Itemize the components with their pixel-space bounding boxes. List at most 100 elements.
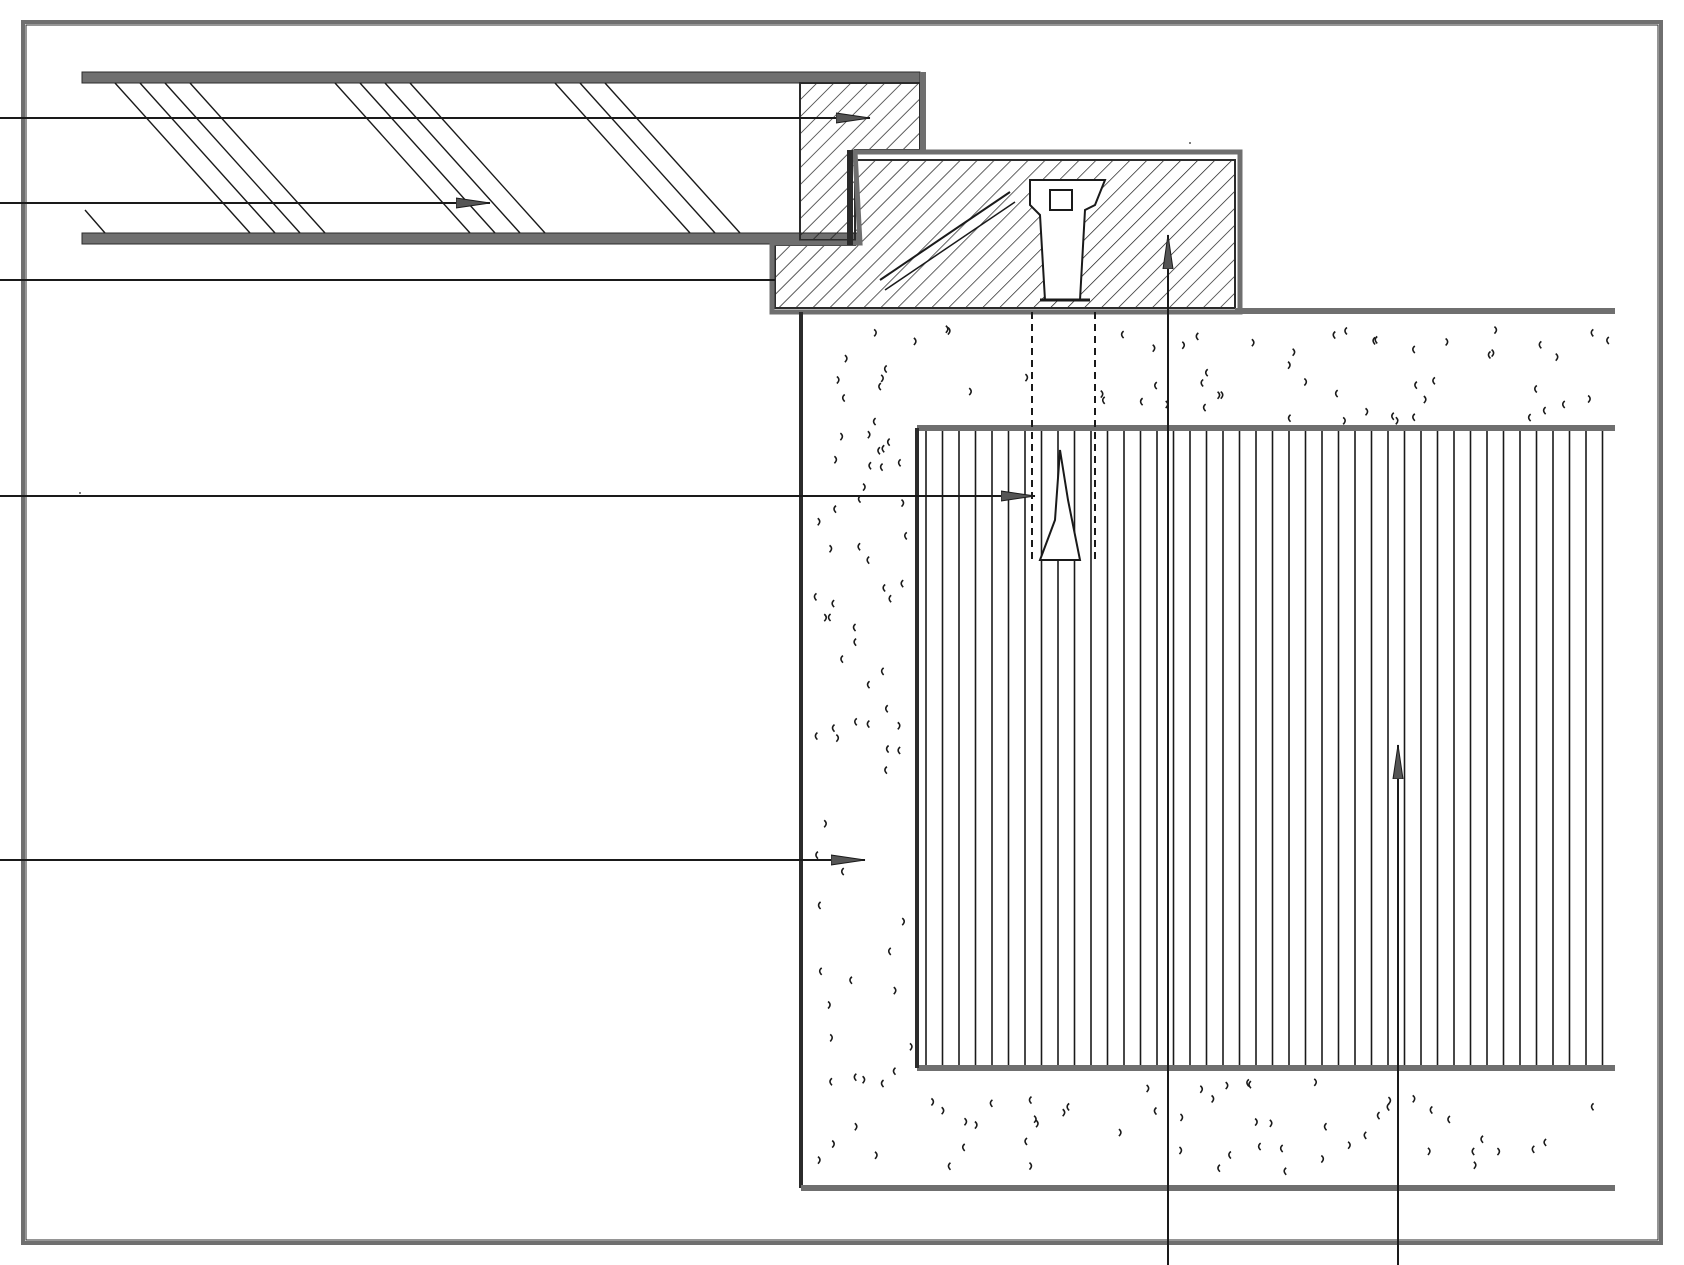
speckle-mark (881, 444, 885, 453)
speckle-mark (813, 592, 818, 601)
speckle-mark (854, 717, 858, 726)
speckle-mark (1542, 406, 1547, 415)
speckle-mark (888, 594, 892, 603)
speckle-mark (883, 364, 888, 374)
speckle-mark (1344, 326, 1348, 336)
speckle-mark (1364, 407, 1369, 416)
speckle-mark (1028, 1161, 1033, 1171)
speckle-mark (1493, 325, 1498, 335)
speckle-mark (1347, 1141, 1351, 1150)
speckle-mark (974, 1120, 978, 1130)
speckle-mark (853, 638, 857, 647)
speckle-mark (1062, 1108, 1066, 1117)
speckle-mark (831, 1139, 835, 1149)
speckle-mark (866, 680, 871, 689)
speckle-mark (1387, 1096, 1392, 1105)
speckle-mark (947, 326, 951, 336)
speckle-mark (909, 1042, 913, 1051)
speckle-mark (831, 724, 836, 733)
speckle-mark (1178, 1146, 1183, 1155)
speckle-mark (1342, 416, 1346, 425)
speckle-mark (1313, 1078, 1318, 1087)
speckle-mark (1412, 345, 1416, 354)
speckle-mark (1561, 400, 1566, 409)
speckle-mark (1066, 1102, 1070, 1112)
speckle-mark (1303, 377, 1308, 387)
speckle-mark (1179, 1113, 1184, 1122)
speckle-mark (1447, 1115, 1451, 1124)
speckle-mark (1496, 1147, 1501, 1156)
speckle-mark (1146, 1084, 1150, 1093)
speckle-mark (1427, 1147, 1431, 1156)
speckle-mark (828, 544, 833, 553)
speckle-mark (1251, 338, 1255, 347)
speckle-mark (885, 744, 890, 754)
speckle-mark (840, 654, 844, 664)
speckle-mark (945, 325, 949, 334)
speckle-mark (879, 463, 884, 472)
speckle-mark (853, 1073, 857, 1082)
speckle-mark (893, 986, 897, 995)
speckle-mark (1287, 361, 1291, 370)
lower-frame (799, 308, 1615, 1191)
speckle-mark (857, 542, 861, 551)
speckle-mark (1154, 381, 1158, 390)
speckle-mark (1432, 376, 1436, 385)
speckle-mark (1200, 378, 1204, 388)
speckle-mark (1210, 1094, 1215, 1104)
speckle-mark (900, 498, 905, 508)
speckle-mark (814, 731, 819, 741)
speckle-mark (1202, 403, 1207, 412)
speckle-mark (1024, 373, 1029, 382)
speckle-mark (1543, 1138, 1547, 1147)
speckle-mark (1228, 1150, 1232, 1160)
speckle-mark (1363, 1131, 1367, 1140)
inner-core (915, 425, 1615, 1071)
speckle-mark (1391, 412, 1395, 421)
speckle-mark (862, 482, 866, 492)
speckle-mark (1204, 368, 1209, 377)
speckle-mark (961, 1143, 966, 1152)
speckle-mark (818, 967, 823, 976)
speckle-mark (1320, 1154, 1325, 1164)
speckle-mark (1118, 1128, 1122, 1137)
speckle-mark (892, 1067, 897, 1076)
speckle-mark (868, 461, 872, 470)
speckle-mark (1590, 1102, 1595, 1111)
speckle-mark (1531, 1145, 1535, 1154)
speckle-mark (815, 851, 819, 860)
speckle-mark (833, 505, 837, 514)
speckle-mark (1538, 340, 1542, 349)
speckle-mark (861, 1075, 866, 1084)
speckle-mark (1473, 1161, 1477, 1170)
speckle-mark (1139, 397, 1144, 406)
outer-frame (21, 20, 1663, 1245)
speckle-mark (817, 1156, 821, 1165)
speckle-mark (897, 746, 901, 755)
speckle-mark (887, 947, 892, 956)
speckle-mark (817, 901, 822, 910)
speckle-mark (866, 556, 870, 565)
speckle-mark (1153, 1106, 1158, 1116)
insulation-speckles (813, 325, 1610, 1176)
speckle-mark (913, 337, 917, 346)
speckle-mark (941, 1106, 945, 1115)
speckle-mark (841, 393, 846, 403)
speckle-mark (817, 517, 821, 526)
speckle-mark (1374, 335, 1378, 344)
speckle-mark (897, 721, 901, 730)
speckle-mark (1376, 1111, 1381, 1120)
speckle-mark (854, 1122, 858, 1131)
speckle-mark (1181, 341, 1186, 350)
speck (79, 492, 81, 494)
speckle-mark (1590, 328, 1594, 337)
speckle-mark (1254, 1117, 1258, 1127)
speckle-mark (947, 1162, 952, 1171)
speckle-mark (1287, 414, 1292, 423)
speckle-mark (829, 1077, 833, 1086)
upper-panel (81, 71, 921, 245)
speckle-mark (1246, 1078, 1250, 1087)
speckle-mark (1279, 1144, 1284, 1153)
fixing-block (769, 149, 1243, 315)
